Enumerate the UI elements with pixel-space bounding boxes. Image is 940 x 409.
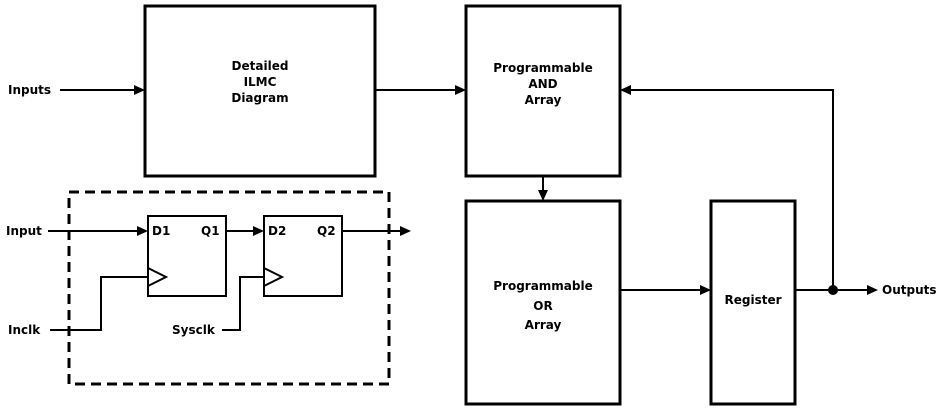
- ff1-clock-triangle: [147, 267, 169, 287]
- ilmc-block: [143, 4, 377, 178]
- register-block: [709, 199, 797, 406]
- ilmc-detail-dashed-box: [67, 190, 391, 386]
- or-array-label-line2: OR: [533, 299, 552, 313]
- input-arrowhead: [137, 226, 148, 236]
- sysclk-label: Sysclk: [172, 323, 216, 337]
- ff2-clock-triangle: [263, 267, 285, 287]
- inclk-wire: [50, 276, 148, 331]
- ilmc-label-line2: ILMC: [244, 75, 277, 89]
- and-array-label-line3: Array: [525, 93, 562, 107]
- inclk-label: Inclk: [8, 323, 41, 337]
- q2-out-arrowhead: [400, 226, 411, 236]
- register-label: Register: [724, 293, 781, 307]
- flipflop-2: [263, 215, 343, 297]
- inputs-arrowhead: [134, 85, 145, 95]
- ff2-d-label: D2: [268, 224, 286, 238]
- feedback-arrowhead: [620, 85, 631, 95]
- and-array-label-line1: Programmable: [493, 61, 593, 75]
- or-array-block: [464, 199, 622, 406]
- and-array-label-line2: AND: [528, 77, 557, 91]
- q1-to-d2-arrowhead: [253, 226, 264, 236]
- sysclk-wire: [222, 276, 264, 331]
- or-array-label-line1: Programmable: [493, 279, 593, 293]
- or-to-register-arrowhead: [700, 285, 711, 295]
- inputs-label: Inputs: [8, 83, 51, 97]
- and-array-block: [464, 4, 622, 178]
- ff1-q-label: Q1: [201, 224, 220, 238]
- outputs-arrowhead: [867, 285, 878, 295]
- feedback-wire: [630, 89, 834, 290]
- ilmc-label-line3: Diagram: [231, 91, 288, 105]
- and-to-or-arrowhead: [538, 190, 548, 201]
- input-label: Input: [6, 224, 42, 238]
- outputs-label: Outputs: [882, 283, 937, 297]
- ilmc-label-line1: Detailed: [232, 59, 289, 73]
- ff1-d-label: D1: [152, 224, 170, 238]
- flipflop-1: [147, 215, 227, 297]
- ff2-q-label: Q2: [317, 224, 336, 238]
- or-array-label-line3: Array: [525, 318, 562, 332]
- ilmc-to-and-arrowhead: [455, 85, 466, 95]
